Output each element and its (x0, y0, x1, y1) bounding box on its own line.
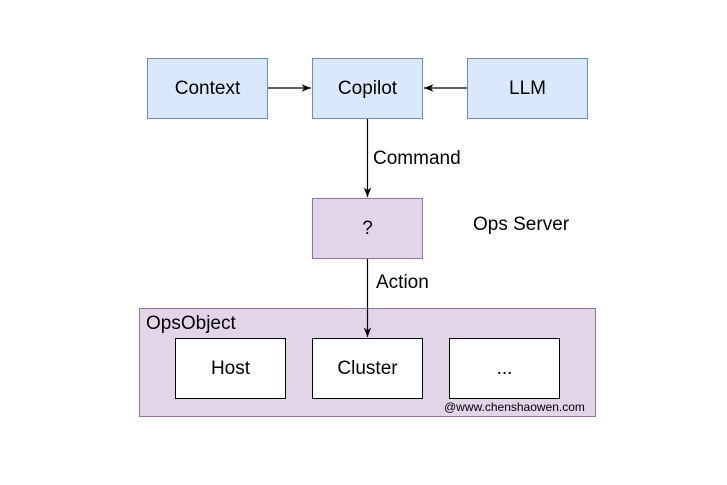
host-node: Host (175, 338, 286, 399)
llm-node: LLM (467, 58, 588, 119)
copilot-node: Copilot (312, 58, 423, 119)
cluster-node: Cluster (312, 338, 423, 399)
command-label: Command (373, 148, 461, 169)
context-node: Context (147, 58, 268, 119)
ops-server-label: Ops Server (473, 214, 570, 235)
more-node: ... (449, 338, 560, 399)
ops-server-node: ? (312, 198, 423, 259)
opsobject-title: OpsObject (146, 313, 236, 334)
action-label: Action (376, 272, 429, 293)
credit-text: @www.chenshaowen.com (444, 400, 585, 414)
